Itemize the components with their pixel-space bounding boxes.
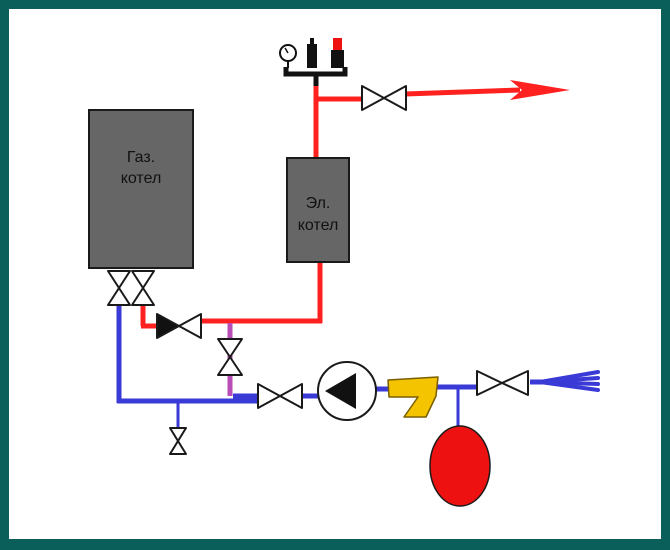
- gas-boiler-label-line1: Газ.: [127, 149, 155, 166]
- electric-boiler-label-line2: котел: [298, 217, 339, 234]
- bypass-valve-icon: [217, 338, 243, 376]
- circulation-pump-icon: [317, 361, 377, 421]
- supply-pipes: [140, 80, 570, 329]
- return-inlet-valve-icon: [476, 370, 529, 396]
- supply-outlet-arrow-icon: [510, 80, 570, 100]
- gas-boiler-label-line2: котел: [121, 170, 162, 187]
- electric-boiler-label-line1: Эл.: [306, 195, 331, 212]
- gas-boiler: Газ. котел: [88, 109, 194, 269]
- electric-boiler: Эл. котел: [286, 157, 350, 263]
- pressure-gauge-icon: [279, 44, 297, 68]
- supply-pipe-outlet: [404, 87, 521, 97]
- return-inlet-arrow-icon: [538, 370, 600, 392]
- safety-group-icon: [279, 38, 348, 86]
- drain-valve-icon: [169, 427, 187, 455]
- air-vent-icon: [307, 38, 317, 68]
- gas-boiler-return-valve-icon: [107, 270, 131, 306]
- strainer-filter-icon: [387, 376, 439, 418]
- supply-shutoff-valve-icon: [361, 85, 407, 111]
- check-valve-icon: [156, 313, 202, 339]
- gas-boiler-supply-valve-icon: [131, 270, 155, 306]
- pump-inlet-valve-icon: [257, 383, 303, 409]
- expansion-tank-icon: [429, 425, 491, 507]
- relief-valve-icon: [331, 38, 344, 68]
